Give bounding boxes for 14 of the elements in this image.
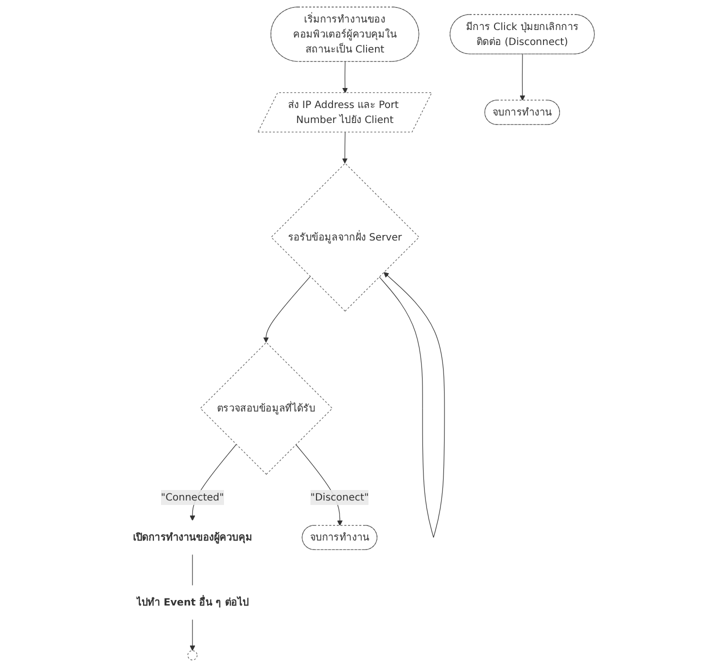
node-diamond: ตรวจสอบข้อมูลที่ได้รับ [200,342,334,475]
arrow [379,272,446,538]
arrow [520,54,526,101]
arrow [342,61,348,94]
edge-label: "Disconect" [310,491,370,504]
node-circle [188,650,198,660]
node-text: ไปทำ Event อื่น ๆ ต่อไป [136,596,249,608]
arrow [264,276,311,343]
node-diamond: รอรับข้อมูลจากฝั่ง Server [271,162,420,312]
edge-label: "Connected" [161,491,224,504]
arrow [342,132,348,164]
connector [192,554,194,586]
node-text: เปิดการทำงานของผู้ควบคุม [133,531,252,544]
arrow [190,619,196,651]
